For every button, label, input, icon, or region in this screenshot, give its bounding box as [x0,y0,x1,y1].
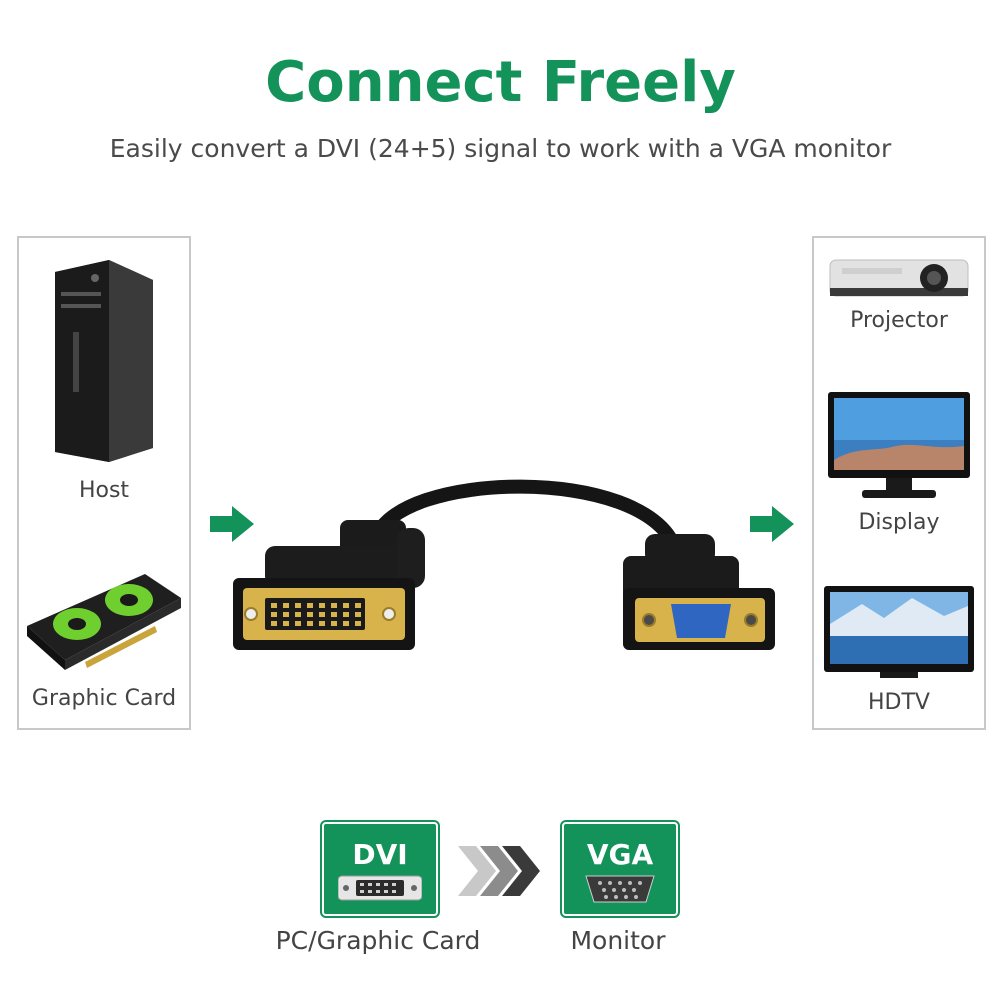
destination-label-display: Display [858,510,940,535]
dvi-badge: DVI [322,822,438,916]
destination-label-projector: Projector [850,308,948,333]
page-title: Connect Freely [265,50,736,115]
dvi-badge-title: DVI [352,838,408,871]
source-label-graphic-card: Graphic Card [31,686,177,711]
page-subtitle: Easily convert a DVI (24+5) signal to wo… [109,134,892,163]
chevrons-right-icon [458,846,540,896]
destination-label-hdtv: HDTV [868,690,930,715]
vga-badge: VGA [562,822,678,916]
monitor-icon [828,392,970,498]
flow-to-label: Monitor [570,926,666,955]
graphics-card-icon [27,574,181,670]
arrow-right-icon [750,506,794,542]
projector-icon [829,259,969,297]
tv-icon [824,586,974,678]
destination-panel: Projector Display HDTV [812,236,986,730]
arrow-right-icon [210,506,254,542]
desktop-tower-icon [55,260,153,462]
vga-port-icon [585,875,655,903]
dvi-port-icon [338,875,422,901]
source-label-host: Host [78,478,130,503]
source-panel: Host Graphic Card [17,236,191,730]
dvi-to-vga-adapter-cable [233,479,775,650]
flow-from-label: PC/Graphic Card [275,926,481,955]
vga-badge-title: VGA [586,838,654,871]
